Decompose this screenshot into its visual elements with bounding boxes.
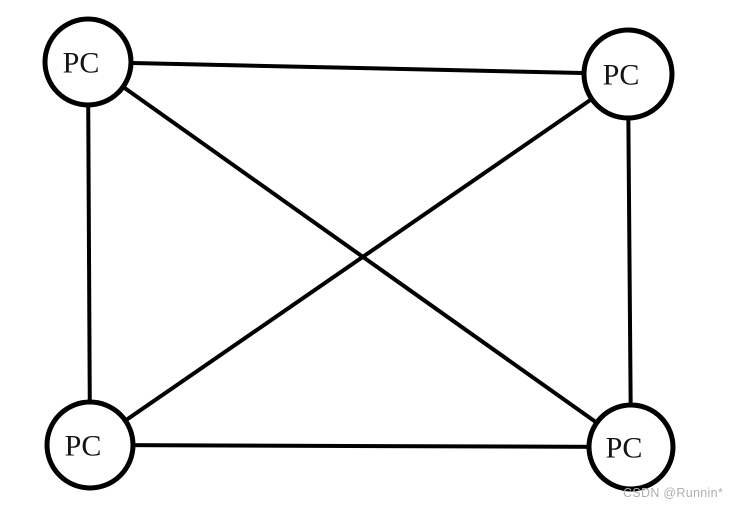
- edge-bottom: [89, 443, 632, 449]
- edge-top: [87, 60, 629, 76]
- edge-diagonal-tr-bl: [88, 72, 630, 447]
- pc-top-right-circle: [581, 27, 675, 121]
- pc-top-left: PC: [42, 16, 134, 108]
- pc-bottom-right-circle: [586, 402, 676, 492]
- edge-left: [86, 61, 92, 446]
- pc-top-left-circle: [42, 16, 134, 108]
- edge-right: [626, 73, 633, 448]
- pc-bottom-right: PC: [586, 402, 676, 492]
- edge-diagonal-tl-br: [86, 60, 633, 449]
- watermark-text: CSDN @Runnin*: [623, 486, 723, 500]
- pc-top-right: PC: [581, 27, 675, 121]
- pc-bottom-left: PC: [44, 399, 136, 491]
- pc-bottom-left-circle: [44, 399, 136, 491]
